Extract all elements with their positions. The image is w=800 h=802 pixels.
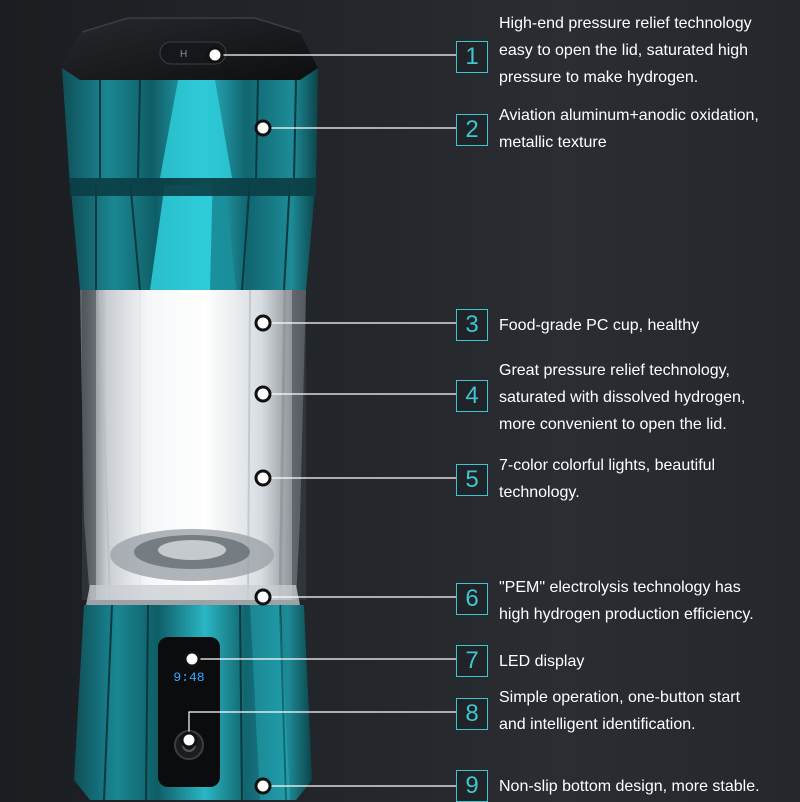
callout-number-5: 5 (456, 464, 488, 496)
feature-text-1: High-end pressure relief technology easy… (499, 15, 752, 86)
callout-dots (180, 46, 272, 795)
feature-text-8: Simple operation, one-button start and i… (499, 689, 741, 733)
feature-text-5: 7-color colorful lights, beautiful techn… (499, 457, 716, 501)
feature-text-7: LED display (499, 653, 585, 670)
feature-text-2: Aviation aluminum+anodic oxidation, meta… (499, 107, 759, 151)
callout-dot-icon (183, 650, 201, 668)
svg-text:H: H (180, 49, 187, 60)
callout-number-9: 9 (456, 770, 488, 802)
callout-number-6: 6 (456, 583, 488, 615)
callout-number-1: 1 (456, 41, 488, 73)
feature-text-9: Non-slip bottom design, more stable. (499, 778, 760, 795)
callout-number-3: 3 (456, 309, 488, 341)
callout-number-2: 2 (456, 114, 488, 146)
callout-number-7: 7 (456, 645, 488, 677)
callout-dot-icon (254, 314, 272, 332)
callout-dot-icon (254, 469, 272, 487)
feature-text-6: "PEM" electrolysis technology has high h… (499, 579, 754, 623)
callout-dot-icon (254, 385, 272, 403)
callout-dot-icon (206, 46, 224, 64)
led-display-time: 9:48 (173, 670, 204, 685)
callout-lines (188, 54, 456, 787)
feature-text-3: Food-grade PC cup, healthy (499, 317, 700, 334)
callout-dot-icon (254, 119, 272, 137)
callout-number-8: 8 (456, 698, 488, 730)
feature-text-4: Great pressure relief technology, satura… (499, 362, 746, 433)
callout-dot-icon (180, 731, 198, 749)
callout-number-4: 4 (456, 380, 488, 412)
callout-dot-icon (254, 777, 272, 795)
callout-dot-icon (254, 588, 272, 606)
